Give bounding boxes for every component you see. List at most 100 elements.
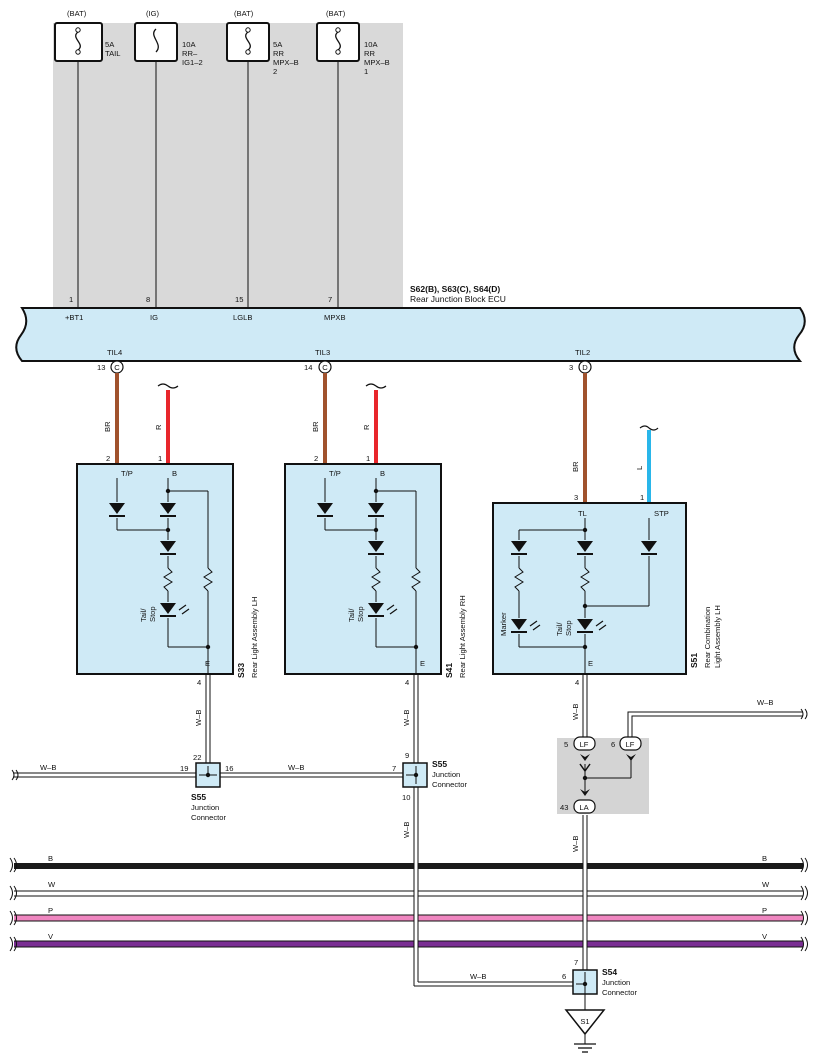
ground-s1: S1 <box>564 994 606 1053</box>
ecu-terminal: TIL3 <box>315 348 330 357</box>
diode-icon <box>317 503 333 514</box>
light-emission-icon <box>595 620 607 631</box>
led-icon <box>160 603 176 614</box>
terminal-label: STP <box>654 509 669 518</box>
pin-number: 2 <box>106 454 110 463</box>
wire-color-label: W–B <box>470 972 486 981</box>
ecu-terminal: MPXB <box>324 313 346 322</box>
component-name: Junction <box>432 770 460 779</box>
rear-light-assembly-rh: 2 1 T/P B Tail/ Stop E S41 Rear Light <box>284 454 467 678</box>
rear-light-assembly-lh: 2 1 T/P B Tail/ Stop E S33 Rea <box>76 454 259 678</box>
svg-text:16: 16 <box>225 764 233 773</box>
component-code: S55 <box>191 792 206 802</box>
ecu-code: S62(B), S63(C), S64(D) <box>410 284 500 294</box>
terminal-label: T/P <box>329 469 341 478</box>
rear-junction-block-ecu <box>15 307 806 362</box>
pin-number: 1 <box>366 454 370 463</box>
wire-color-label: BR <box>571 461 580 472</box>
diode-icon <box>368 503 384 514</box>
svg-text:LF: LF <box>626 740 635 749</box>
wire-break-icon <box>800 708 808 720</box>
fuse-panel-background <box>53 23 403 308</box>
ecu-pin-number: 15 <box>235 295 243 304</box>
wire-break-icon <box>11 769 19 781</box>
fuse-rating: 10A <box>182 40 196 49</box>
svg-text:43: 43 <box>560 803 568 812</box>
fuse-rating: 5A <box>105 40 115 49</box>
component-name: Junction <box>191 803 219 812</box>
pin-number: 4 <box>575 678 579 687</box>
bus-line-w: W W <box>14 880 803 897</box>
wire-color-label: BR <box>103 421 112 432</box>
ground-icon <box>564 1009 606 1036</box>
svg-text:10: 10 <box>402 793 410 802</box>
chevron-down-icon <box>626 754 636 761</box>
fuse-icon <box>335 31 341 51</box>
terminal-label: TL <box>578 509 587 518</box>
fuse-name: MPX–B <box>273 58 299 67</box>
component-name: Connector <box>432 780 468 789</box>
fuse-source-label: (BAT) <box>234 9 254 18</box>
wire-color-label: W–B <box>571 836 580 852</box>
wire-break-icon <box>9 857 17 952</box>
component-name: Junction <box>602 978 630 987</box>
fuse-source-label: (BAT) <box>326 9 346 18</box>
junction-connector-s54: 7 6 W–B S54 Junction Connector <box>470 958 638 997</box>
svg-text:LA: LA <box>579 803 589 812</box>
fuse-rr-ig1-2: (IG) 10A RR– IG1–2 8 <box>134 9 203 308</box>
ecu-pin-number: 8 <box>146 295 150 304</box>
component-name: Connector <box>602 988 638 997</box>
terminal-label: B <box>380 469 385 478</box>
led-label: Stop <box>564 620 573 636</box>
diode-icon <box>109 503 125 514</box>
led-icon <box>511 619 527 630</box>
led-label: Tail/ <box>555 622 564 636</box>
bus-line-v: V V <box>14 932 803 948</box>
led-icon <box>577 619 593 630</box>
diode-icon <box>577 541 593 552</box>
led-icon <box>368 603 384 614</box>
svg-text:V: V <box>762 932 768 941</box>
component-code: S54 <box>602 967 617 977</box>
diode-icon <box>368 541 384 552</box>
fuse-source-label: (BAT) <box>67 9 87 18</box>
fuse-name: RR– <box>182 49 198 58</box>
diode-icon <box>641 541 657 552</box>
wire-color-label: BR <box>311 421 320 432</box>
svg-text:13: 13 <box>97 363 105 372</box>
component-name: Rear Combination <box>703 607 712 668</box>
svg-text:7: 7 <box>574 958 578 967</box>
diode-icon <box>160 503 176 514</box>
component-name: Connector <box>191 813 227 822</box>
ecu-output-connector: 13 C <box>97 360 124 374</box>
svg-text:19: 19 <box>180 764 188 773</box>
pin-number: 4 <box>405 678 409 687</box>
led-label: Tail/ <box>347 608 356 622</box>
component-code: S55 <box>432 759 447 769</box>
fuse-rating: 5A <box>273 40 283 49</box>
component-name: Light Assembly LH <box>713 605 722 668</box>
led-label: Marker <box>499 612 508 636</box>
wire-color-label: R <box>362 424 371 430</box>
wire-color-label: W–B <box>402 710 411 726</box>
diode-icon <box>160 541 176 552</box>
terminal-label: B <box>172 469 177 478</box>
svg-text:W: W <box>48 880 56 889</box>
bus-line-b: B B <box>14 854 803 869</box>
svg-text:P: P <box>48 906 53 915</box>
wire-color-label: W–B <box>402 822 411 838</box>
led-label: Stop <box>356 606 365 622</box>
fuse-name: MPX–B <box>364 58 390 67</box>
terminal-label: E <box>588 659 593 668</box>
svg-text:LF: LF <box>580 740 589 749</box>
wire-color-label: R <box>154 424 163 430</box>
pin-number: 4 <box>197 678 201 687</box>
pin-number: 1 <box>640 493 644 502</box>
ecu-terminal: TIL4 <box>107 348 122 357</box>
fuse-name: RR <box>273 49 284 58</box>
light-emission-icon <box>529 620 541 631</box>
fuse-tail: (BAT) 5A TAIL 1 <box>54 9 120 308</box>
component-code: S51 <box>689 653 699 668</box>
ecu-terminal: +BT1 <box>65 313 83 322</box>
